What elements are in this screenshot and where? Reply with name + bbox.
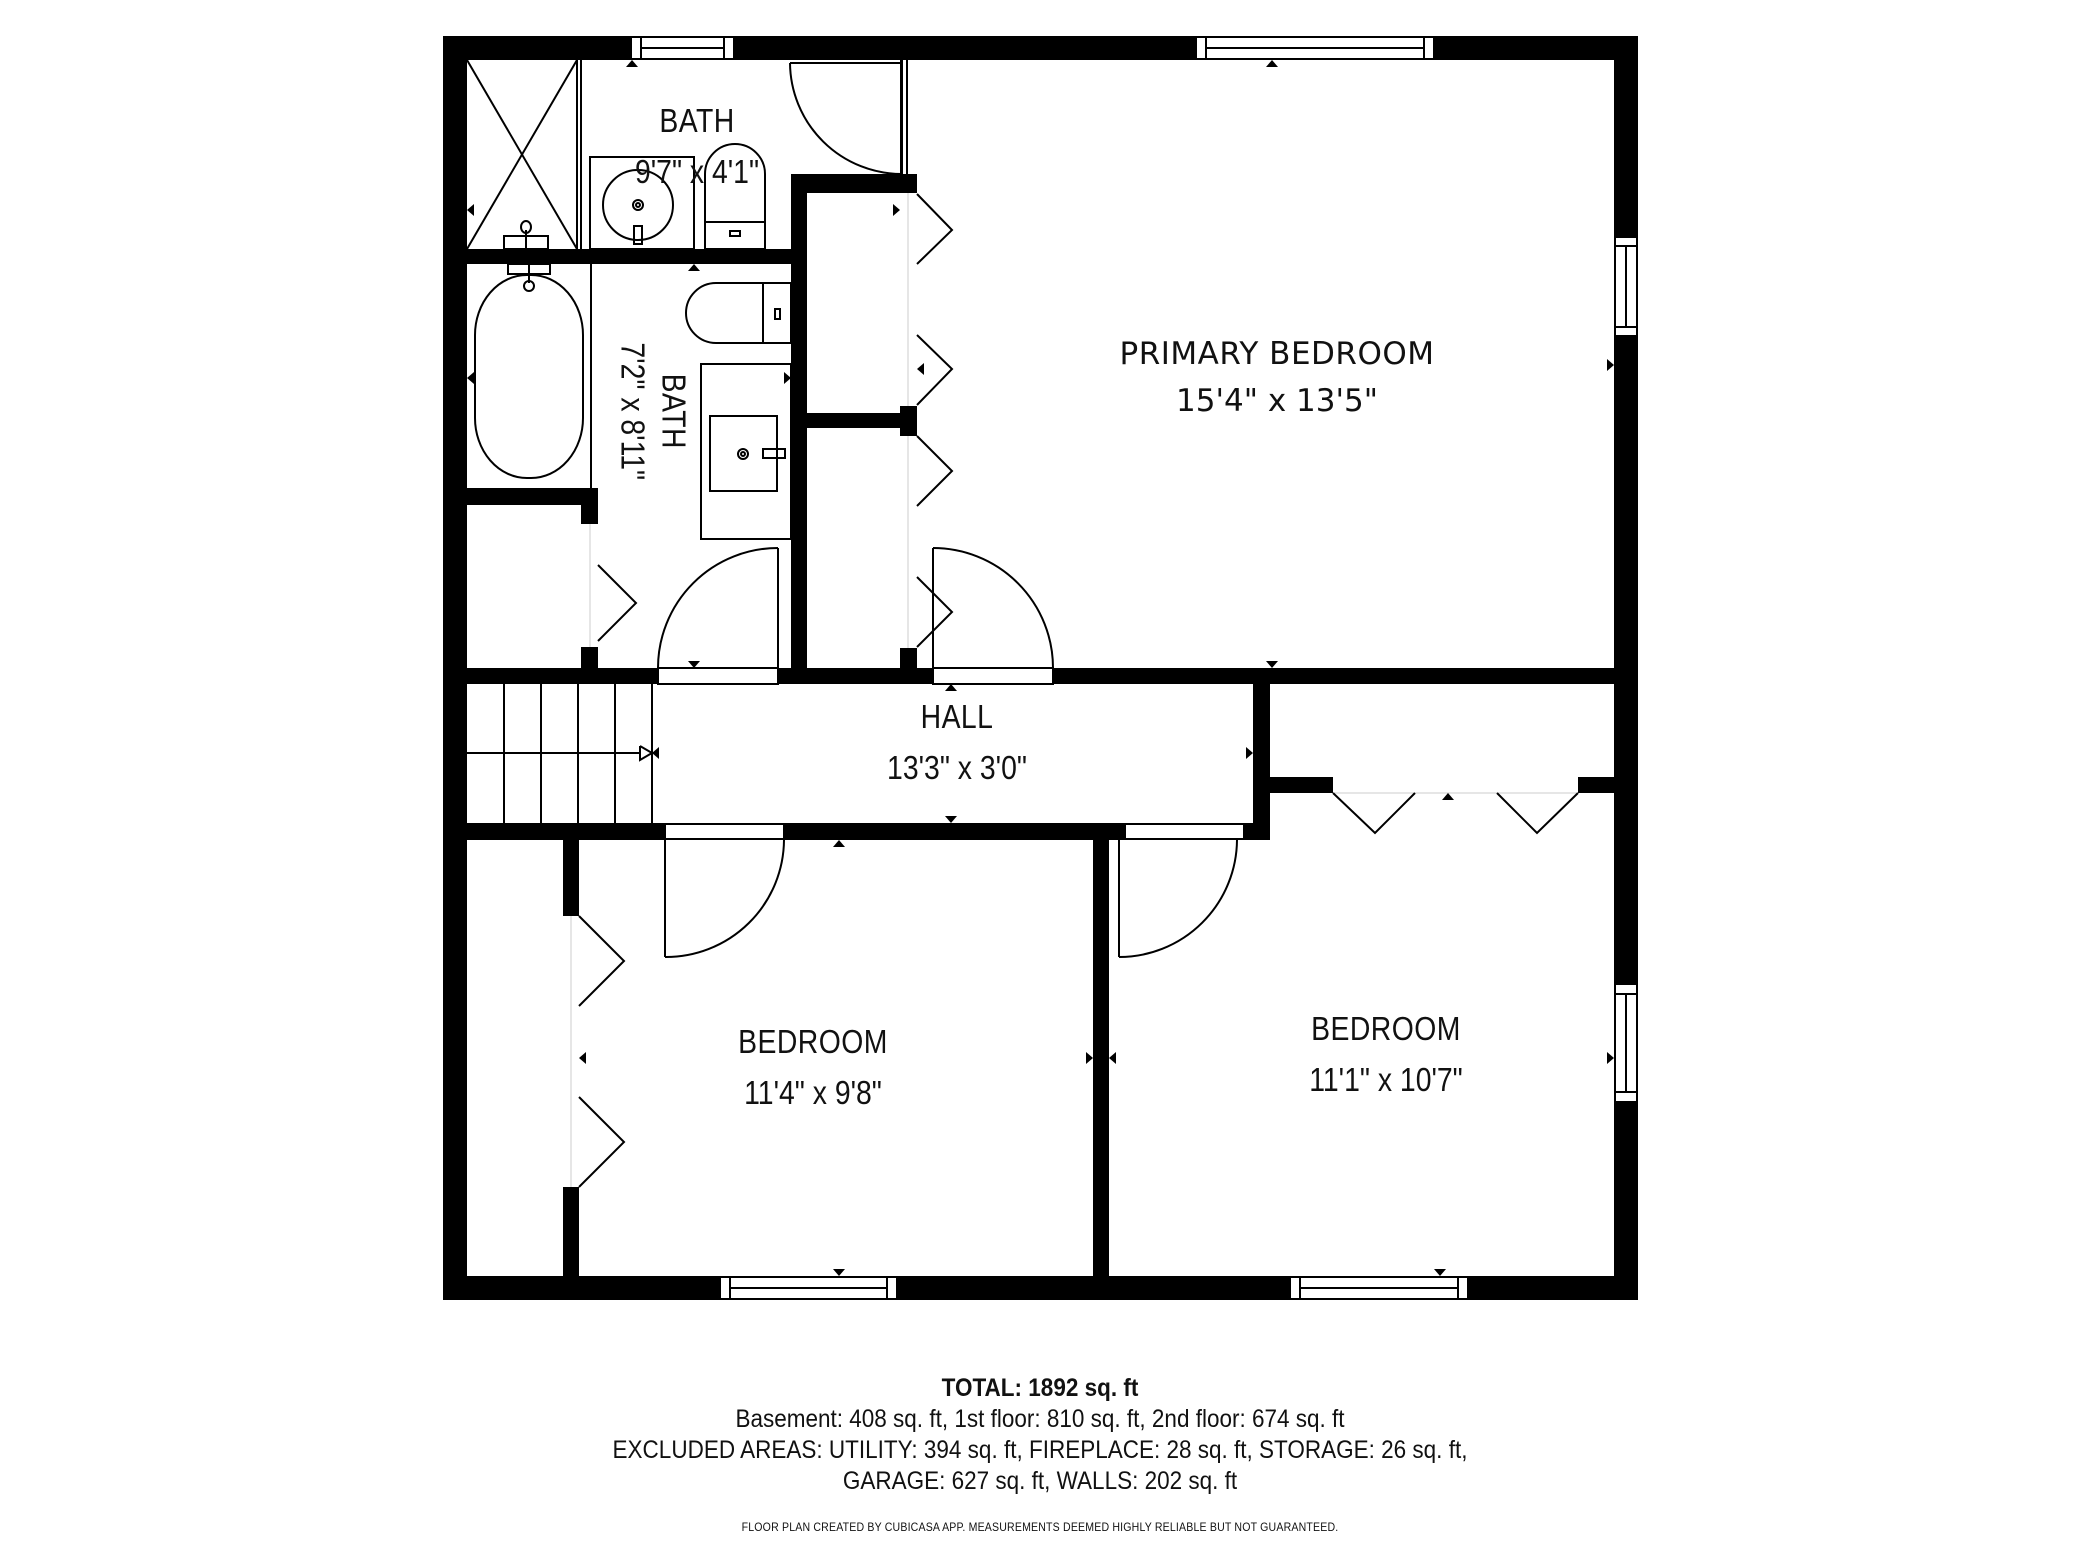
- floor-areas: Basement: 408 sq. ft, 1st floor: 810 sq.…: [735, 1405, 1345, 1433]
- wall-left-closet-bottom: [563, 1187, 579, 1276]
- floor-plan: BATH 9'7" x 4'1" BATH 7'2" x 8'11" PRIMA…: [443, 36, 1638, 1300]
- door-bath-lower: [657, 547, 779, 685]
- arrow-marker-icon: [1607, 359, 1614, 371]
- wall-left: [443, 36, 467, 1300]
- excluded-areas-line-1: EXCLUDED AREAS: UTILITY: 394 sq. ft, FIR…: [612, 1436, 1468, 1464]
- wall-left-closet-top: [563, 840, 579, 916]
- room-label-primary-bedroom: PRIMARY BEDROOM 15'4" x 13'5": [1077, 335, 1477, 421]
- bifold-door-closet-lower: [907, 435, 954, 648]
- window-bedroom-left-bottom: [719, 1276, 898, 1300]
- wall-hall-right: [1253, 684, 1270, 840]
- room-label-bedroom-left: BEDROOM 11'4" x 9'8": [713, 1021, 913, 1114]
- room-name: BEDROOM: [1311, 1010, 1461, 1047]
- shower-icon: [466, 59, 582, 250]
- bifold-door-bedroom-right-closet: [1332, 792, 1579, 835]
- wall-closet-top: [791, 174, 917, 193]
- wall-hall-bottom-c: [1244, 823, 1270, 840]
- wall-closet2-right: [1578, 777, 1614, 793]
- room-dimensions: 11'4" x 9'8": [744, 1074, 882, 1112]
- area-summary: TOTAL: 1892 sq. ft Basement: 408 sq. ft,…: [0, 1372, 2080, 1535]
- arrow-marker-icon: [1607, 1052, 1614, 1064]
- arrow-marker-icon: [1442, 793, 1454, 800]
- arrow-marker-icon: [1434, 1269, 1446, 1276]
- wall-mid-a: [467, 668, 658, 684]
- bifold-door-closet-upper: [907, 193, 954, 406]
- arrow-marker-icon: [1109, 1052, 1116, 1064]
- room-name: BEDROOM: [738, 1023, 888, 1060]
- excluded-areas-line-2: GARAGE: 627 sq. ft, WALLS: 202 sq. ft: [842, 1467, 1238, 1495]
- arrow-marker-icon: [917, 363, 924, 375]
- fixtures: [466, 59, 1579, 1188]
- arrow-marker-icon: [945, 816, 957, 823]
- room-dimensions: 7'2" x 8'11": [614, 342, 651, 481]
- bifold-door-bedroom-left-closet: [570, 915, 626, 1188]
- room-name: PRIMARY BEDROOM: [1119, 336, 1435, 372]
- wall-closet-middle: [807, 413, 917, 428]
- room-name: BATH: [659, 102, 735, 139]
- wall-right: [1614, 36, 1638, 1300]
- wall-mid-c: [1053, 668, 1614, 684]
- wall-closet2-left: [1270, 777, 1333, 793]
- arrow-marker-icon: [688, 264, 700, 271]
- wall-closet-post: [900, 406, 917, 436]
- floor-plan-drawing: [443, 36, 1638, 1300]
- arrow-marker-icon: [784, 372, 791, 384]
- bifold-door-small-closet: [589, 524, 638, 647]
- room-label-bath-lower: BATH 7'2" x 8'11": [612, 301, 695, 521]
- measurement-markers: [467, 60, 1614, 1276]
- room-label-bedroom-right: BEDROOM 11'1" x 10'7": [1286, 1008, 1486, 1101]
- door-bath-upper: [789, 60, 908, 175]
- wall-closet-left: [791, 174, 807, 683]
- door-primary-bedroom: [932, 547, 1054, 685]
- wall-small-closet-stub: [581, 647, 598, 668]
- bathtub-icon: [474, 263, 592, 488]
- door-bedroom-right: [1118, 823, 1245, 958]
- wall-small-closet-top: [467, 488, 598, 505]
- room-dimensions: 15'4" x 13'5": [1176, 382, 1378, 419]
- arrow-marker-icon: [945, 684, 957, 691]
- wall-hall-bottom-a: [467, 823, 665, 840]
- window-bedroom-right-side: [1614, 983, 1638, 1103]
- wall-top: [443, 36, 1638, 60]
- room-label-bath-upper: BATH 9'7" x 4'1": [597, 100, 797, 193]
- wall-closet-post-bottom: [900, 648, 917, 668]
- room-name: BATH: [655, 373, 693, 449]
- wall-hall-bottom-b: [784, 823, 1125, 840]
- arrow-marker-icon: [626, 60, 638, 67]
- vanity-icon: [700, 363, 792, 540]
- arrow-marker-icon: [1266, 661, 1278, 668]
- toilet-icon: [685, 282, 792, 344]
- windows: [630, 36, 1638, 1300]
- arrow-marker-icon: [1266, 60, 1278, 67]
- wall-bath-divider: [467, 249, 807, 264]
- room-dimensions: 9'7" x 4'1": [634, 153, 760, 191]
- sink-icon: [589, 156, 695, 250]
- arrow-marker-icon: [1246, 747, 1253, 759]
- arrow-marker-icon: [893, 204, 900, 216]
- room-dimensions: 11'1" x 10'7": [1309, 1061, 1463, 1099]
- room-dimensions: 13'3" x 3'0": [887, 749, 1027, 787]
- toilet-icon: [704, 143, 766, 250]
- wall-mid-b: [778, 668, 933, 684]
- arrow-marker-icon: [688, 661, 700, 668]
- window-primary-top: [1195, 36, 1435, 60]
- total-area: TOTAL: 1892 sq. ft: [941, 1374, 1139, 1402]
- window-primary-right: [1614, 236, 1638, 337]
- window-bedroom-right-bottom: [1289, 1276, 1469, 1300]
- window-bath-top: [630, 36, 735, 60]
- staircase-icon: [467, 684, 654, 823]
- arrow-marker-icon: [833, 1269, 845, 1276]
- arrow-marker-icon: [833, 840, 845, 847]
- wall-small-closet-side: [581, 488, 598, 524]
- door-bedroom-left: [664, 823, 785, 959]
- room-name: HALL: [920, 698, 994, 735]
- arrow-marker-icon: [579, 1052, 586, 1064]
- room-label-hall: HALL 13'3" x 3'0": [857, 696, 1057, 789]
- arrow-marker-icon: [1086, 1052, 1093, 1064]
- arrow-marker-icon: [467, 372, 474, 384]
- arrow-marker-icon: [652, 747, 659, 759]
- arrow-marker-icon: [467, 204, 474, 216]
- disclaimer: FLOOR PLAN CREATED BY CUBICASA APP. MEAS…: [741, 1520, 1339, 1534]
- wall-bedroom-divider: [1093, 840, 1109, 1276]
